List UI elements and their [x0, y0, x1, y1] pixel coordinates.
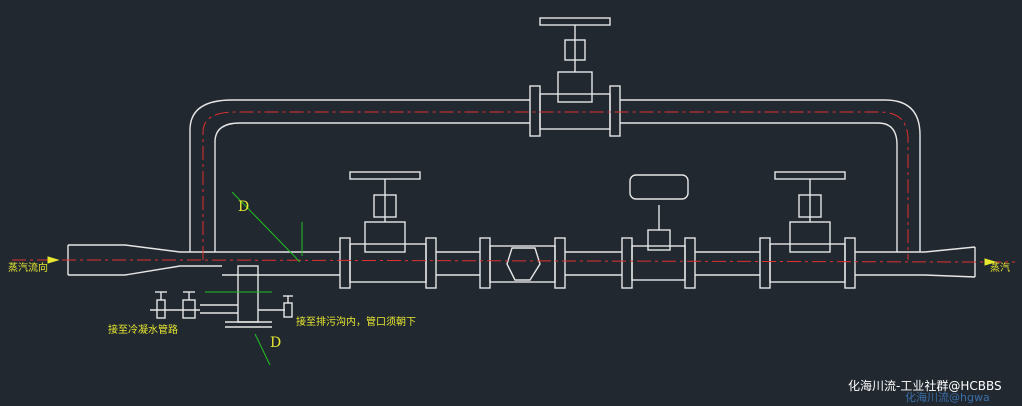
- bypass-globe-valve: [529, 17, 621, 137]
- steam-outlet-label: 蒸汽: [990, 263, 1010, 274]
- dimension-upper: D: [238, 199, 250, 215]
- watermark-secondary: 化海川流@hgwa: [905, 391, 990, 404]
- watermark-primary: 化海川流-工业社群@HCBBS: [848, 379, 1002, 393]
- left-globe-valve: [339, 171, 437, 289]
- drain-leg: [200, 265, 285, 328]
- condensate-label: 接至冷凝水管路: [108, 325, 178, 336]
- main-pipe: [67, 244, 976, 278]
- dimension-lines: [205, 191, 303, 366]
- condensate-valves: [150, 291, 293, 319]
- flow-arrows: [47, 256, 997, 266]
- right-globe-valve: [759, 171, 856, 289]
- drain-label: 接至排污沟内，管口须朝下: [296, 317, 416, 328]
- centerlines: [12, 111, 1015, 263]
- bypass-pipe: [189, 99, 921, 252]
- dimension-lower: D: [270, 335, 282, 351]
- steam-inlet-label: 蒸汽流向: [8, 263, 48, 274]
- strainer: [479, 237, 566, 289]
- control-valve: [621, 174, 696, 289]
